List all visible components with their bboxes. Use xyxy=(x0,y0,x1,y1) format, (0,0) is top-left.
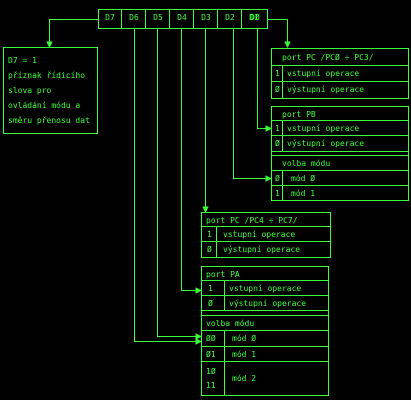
note-line-1: D7 = 1 xyxy=(8,56,37,65)
port-pa-mode-title: volba módu xyxy=(206,319,255,328)
port-pb-mode-text-1: mód Ø xyxy=(291,174,316,183)
port-pc-high-title: port PC /PC4 ÷ PC7/ xyxy=(206,216,298,225)
port-pa-mode-code-3: 1Ø xyxy=(206,367,216,376)
note-box xyxy=(3,47,98,134)
port-pb-code-2: Ø xyxy=(275,139,280,148)
bit-d3: D3 xyxy=(201,13,211,22)
port-pb-text-1: vstupní operace xyxy=(287,124,360,133)
note-line-5: směru přenosu dat xyxy=(8,116,90,125)
port-pc-high-code-1: 1 xyxy=(207,230,212,239)
bit-d1: D1 xyxy=(249,13,259,22)
note-line-2: příznak řídicího xyxy=(8,71,86,80)
port-pa-mode-code-1: ØØ xyxy=(206,334,216,343)
port-pb-code-1: 1 xyxy=(275,124,280,133)
port-pb-mode-title: volba módu xyxy=(282,159,331,168)
port-pb-mode-text-2: mód 1 xyxy=(291,189,316,198)
port-pa-mode-text-34: mód 2 xyxy=(232,374,257,383)
bit-d7: D7 xyxy=(105,13,115,22)
port-pb-title: port PB xyxy=(282,110,316,119)
port-pc-high-box xyxy=(201,212,331,258)
port-pa-mode-code-2: Ø1 xyxy=(206,350,216,359)
port-pa-title: port PA xyxy=(206,270,240,279)
port-pa-text-1: vstupní operace xyxy=(229,284,302,293)
port-pc-high-code-2: Ø xyxy=(207,245,212,254)
bit-d6: D6 xyxy=(129,13,139,22)
bit-d0: DØ xyxy=(250,13,260,22)
port-pc-high-text-2: výstupní operace xyxy=(223,245,301,254)
port-pa-mode-text-2: mód 1 xyxy=(232,350,257,359)
port-pc-low-code-1: 1 xyxy=(275,69,280,78)
port-pa-text-2: výstupní operace xyxy=(229,299,307,308)
port-pa-mode-text-1: mód Ø xyxy=(232,334,257,343)
bit-d2: D2 xyxy=(225,13,235,22)
port-pa-code-1: 1 xyxy=(208,284,213,293)
port-pb-box xyxy=(271,106,409,201)
port-pc-low-text-1: vstupní operace xyxy=(287,69,360,78)
note-line-4: ovládání módu a xyxy=(8,101,81,110)
bit-d5: D5 xyxy=(153,13,163,22)
port-pc-high-text-1: vstupní operace xyxy=(223,230,296,239)
port-pc-low-code-2: Ø xyxy=(275,85,280,94)
port-pa-mode-code-4: 11 xyxy=(206,381,216,390)
note-line-3: slova pro xyxy=(8,86,52,95)
port-pb-mode-code-2: 1 xyxy=(275,189,280,198)
port-pb-text-2: výstupní operace xyxy=(287,139,365,148)
port-pa-code-2: Ø xyxy=(208,299,213,308)
port-pc-low-title: port PC /PCØ ÷ PC3/ xyxy=(282,53,374,62)
bit-d4: D4 xyxy=(177,13,187,22)
port-pc-low-text-2: výstupní operace xyxy=(287,85,365,94)
port-pc-low-box xyxy=(271,48,409,99)
port-pb-mode-code-1: Ø xyxy=(275,174,280,183)
